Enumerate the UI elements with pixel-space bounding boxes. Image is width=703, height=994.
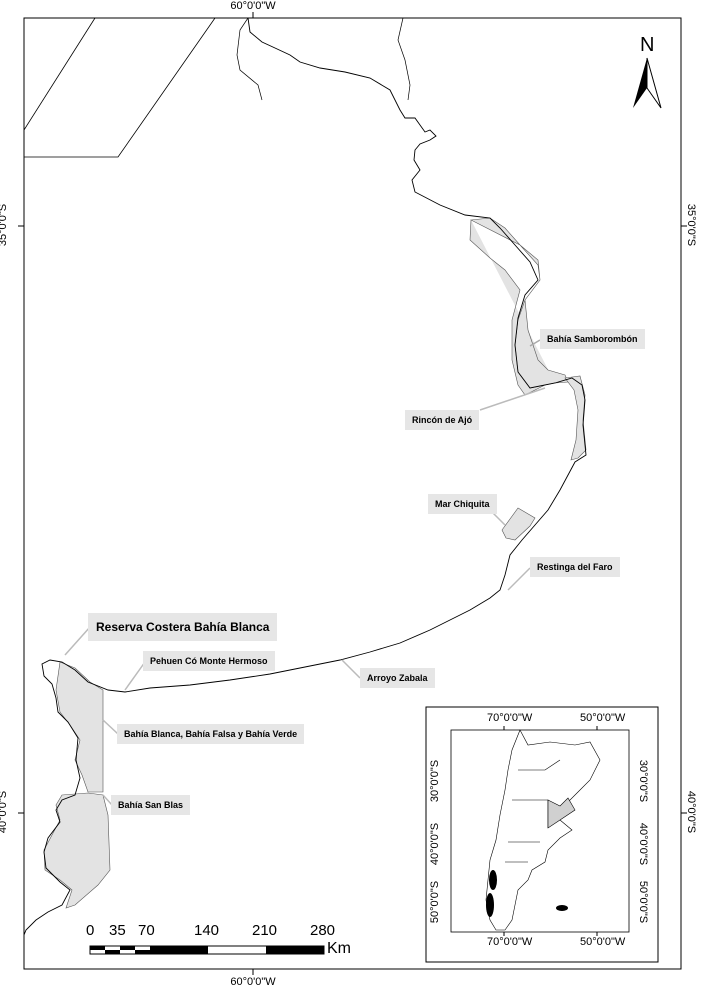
coord-right-lat-top: 35°0'0"S <box>685 200 697 250</box>
coastline <box>23 17 587 936</box>
map-frame <box>23 17 682 970</box>
area-mar-chiquita <box>501 507 536 541</box>
inset-top-right: 50°0'0"W <box>580 712 626 724</box>
scale-tick-35: 35 <box>109 922 126 939</box>
label-arroyo: Arroyo Zabala <box>360 668 435 688</box>
inset-top-left: 70°0'0"W <box>487 712 533 724</box>
inset-right-50-text: 50°0'0"S <box>637 880 649 924</box>
area-san-blas <box>43 792 111 909</box>
coord-top-lon: 60°0'0"W <box>230 0 276 12</box>
inset-right-50: 50°0'0"S <box>637 877 649 927</box>
label-san-blas: Bahía San Blas <box>111 795 191 815</box>
scale-tick-140: 140 <box>194 922 220 939</box>
inset-left-30-text: 30°0'0"S <box>429 759 441 803</box>
inset-left-40: 40°0'0"S <box>429 819 441 869</box>
label-bahia-blanca: Bahía Blanca, Bahía Falsa y Bahía Verde <box>117 724 305 744</box>
scale-unit: Km <box>327 940 351 957</box>
area-samborombon <box>469 217 569 396</box>
scale-bar <box>89 945 325 955</box>
coord-left-lat-bottom-text: 40°0'0"S <box>0 790 9 834</box>
inset-bottom-left: 70°0'0"W <box>487 936 533 948</box>
label-rincon: Rincón de Ajó <box>405 410 480 430</box>
inset-left-40-text: 40°0'0"S <box>429 822 441 866</box>
boundary-line <box>24 17 216 158</box>
coord-left-lat-top-text: 35°0'0"S <box>0 203 9 247</box>
label-samborombon: Bahía Samborombón <box>540 329 645 349</box>
scale-tick-280: 280 <box>310 922 336 939</box>
inset-left-50-text: 50°0'0"S <box>429 880 441 924</box>
inset-right-40-text: 40°0'0"S <box>637 822 649 866</box>
coord-bottom-lon: 60°0'0"W <box>230 976 276 988</box>
inset-bottom-right: 50°0'0"W <box>580 936 626 948</box>
inset-right-40: 40°0'0"S <box>637 819 649 869</box>
inset-right-30-text: 30°0'0"S <box>637 759 649 803</box>
boundary-line <box>23 17 96 131</box>
scale-tick-70: 70 <box>138 922 155 939</box>
inset-argentina-outline <box>485 729 601 931</box>
coord-left-lat-bottom: 40°0'0"S <box>0 787 9 837</box>
north-arrow-icon <box>633 57 662 109</box>
area-rincon <box>564 375 587 461</box>
north-label: N <box>640 34 655 56</box>
inset-left-30: 30°0'0"S <box>429 756 441 806</box>
inset-right-30: 30°0'0"S <box>637 756 649 806</box>
inset-left-50: 50°0'0"S <box>429 877 441 927</box>
label-pehuen: Pehuen Có Monte Hermoso <box>143 651 275 671</box>
label-reserva: Reserva Costera Bahía Blanca <box>88 613 278 641</box>
coord-left-lat-top: 35°0'0"S <box>0 200 9 250</box>
river-line <box>236 17 263 101</box>
area-bahia-blanca <box>55 661 104 793</box>
coord-right-lat-bottom: 40°0'0"S <box>685 787 697 837</box>
coord-right-lat-top-text: 35°0'0"S <box>685 203 697 247</box>
coord-right-lat-bottom-text: 40°0'0"S <box>685 790 697 834</box>
river-line-2 <box>397 17 411 101</box>
inset-frame-inner <box>450 729 630 933</box>
scale-tick-210: 210 <box>252 922 278 939</box>
inset-islands <box>486 870 568 917</box>
scale-tick-0: 0 <box>86 922 95 939</box>
label-restinga: Restinga del Faro <box>530 557 620 577</box>
label-mar-chiquita: Mar Chiquita <box>428 494 497 514</box>
